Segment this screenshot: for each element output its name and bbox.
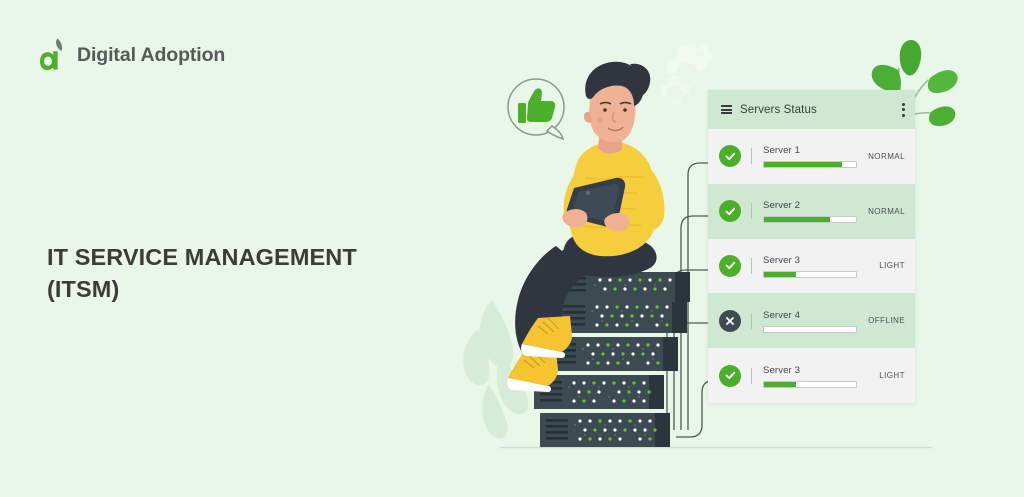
load-progress-fill — [764, 217, 831, 223]
load-progress-fill — [764, 271, 797, 277]
load-progress-bar — [763, 216, 857, 224]
thumbs-up-icon — [518, 88, 556, 123]
server-unit — [534, 375, 664, 409]
load-progress-bar — [763, 270, 857, 278]
server-unit — [560, 272, 690, 302]
row-divider — [751, 203, 752, 220]
check-circle-icon — [719, 145, 741, 168]
server-name-label: Server 3 — [763, 254, 801, 266]
server-unit — [540, 413, 670, 447]
servers-status-panel: Servers Status Server 1 NORMAL Server 2 NOR… — [708, 90, 915, 403]
brand-logo[interactable]: Digital Adoption — [40, 38, 225, 72]
row-content: Server 4 — [763, 309, 861, 333]
row-divider — [751, 257, 752, 274]
table-row[interactable]: Server 2 NORMAL — [708, 183, 915, 239]
table-row[interactable]: Server 3 LIGHT — [708, 238, 915, 294]
server-rack — [534, 272, 690, 447]
status-badge: NORMAL — [868, 151, 905, 161]
check-circle-icon — [719, 200, 741, 223]
table-row[interactable]: Server 1 NORMAL — [708, 129, 915, 184]
brand-name: Digital Adoption — [77, 43, 226, 66]
status-badge: LIGHT — [879, 261, 905, 271]
server-unit — [548, 337, 678, 371]
check-circle-icon — [719, 254, 741, 277]
panel-header: Servers Status — [708, 90, 915, 129]
row-divider — [751, 148, 752, 165]
status-badge: NORMAL — [868, 206, 905, 216]
server-name-label: Server 3 — [763, 364, 801, 376]
x-circle-icon — [719, 309, 741, 332]
page-title-line-2: (ITSM) — [47, 276, 120, 303]
server-row-list: Server 1 NORMAL Server 2 NORMAL Server 3 LIGH… — [708, 129, 915, 403]
status-badge: OFFLINE — [868, 316, 905, 326]
table-row[interactable]: Server 4 OFFLINE — [708, 293, 915, 349]
row-content: Server 2 — [763, 199, 861, 224]
row-divider — [751, 367, 752, 384]
server-name-label: Server 2 — [763, 200, 801, 212]
panel-title: Servers Status — [740, 103, 817, 116]
server-name-label: Server 1 — [763, 145, 801, 157]
load-progress-bar — [763, 325, 857, 333]
page-title-line-1: IT SERVICE MANAGEMENT — [47, 243, 357, 270]
load-progress-fill — [764, 381, 797, 387]
load-progress-fill — [764, 162, 843, 168]
load-progress-bar — [763, 161, 857, 169]
digital-adoption-leaf-a-icon — [40, 38, 63, 71]
kebab-menu-icon[interactable] — [902, 102, 905, 117]
row-content: Server 3 — [763, 364, 861, 388]
gears-decoration — [660, 42, 714, 105]
server-name-label: Server 4 — [763, 309, 801, 321]
status-badge: LIGHT — [879, 371, 905, 381]
check-circle-icon — [719, 364, 741, 387]
row-divider — [751, 312, 752, 329]
load-progress-bar — [763, 380, 857, 388]
row-content: Server 1 — [763, 144, 861, 169]
thumbs-up-speech-bubble — [507, 78, 565, 141]
row-content: Server 3 — [763, 254, 861, 278]
server-unit — [557, 299, 687, 333]
connector-wires — [666, 162, 713, 438]
hamburger-icon[interactable] — [721, 105, 732, 114]
page-title: IT SERVICE MANAGEMENT (ITSM) — [47, 241, 447, 306]
leaf-decoration-large — [463, 300, 529, 439]
person-illustration — [507, 61, 665, 392]
table-row[interactable]: Server 3 LIGHT — [708, 348, 915, 403]
